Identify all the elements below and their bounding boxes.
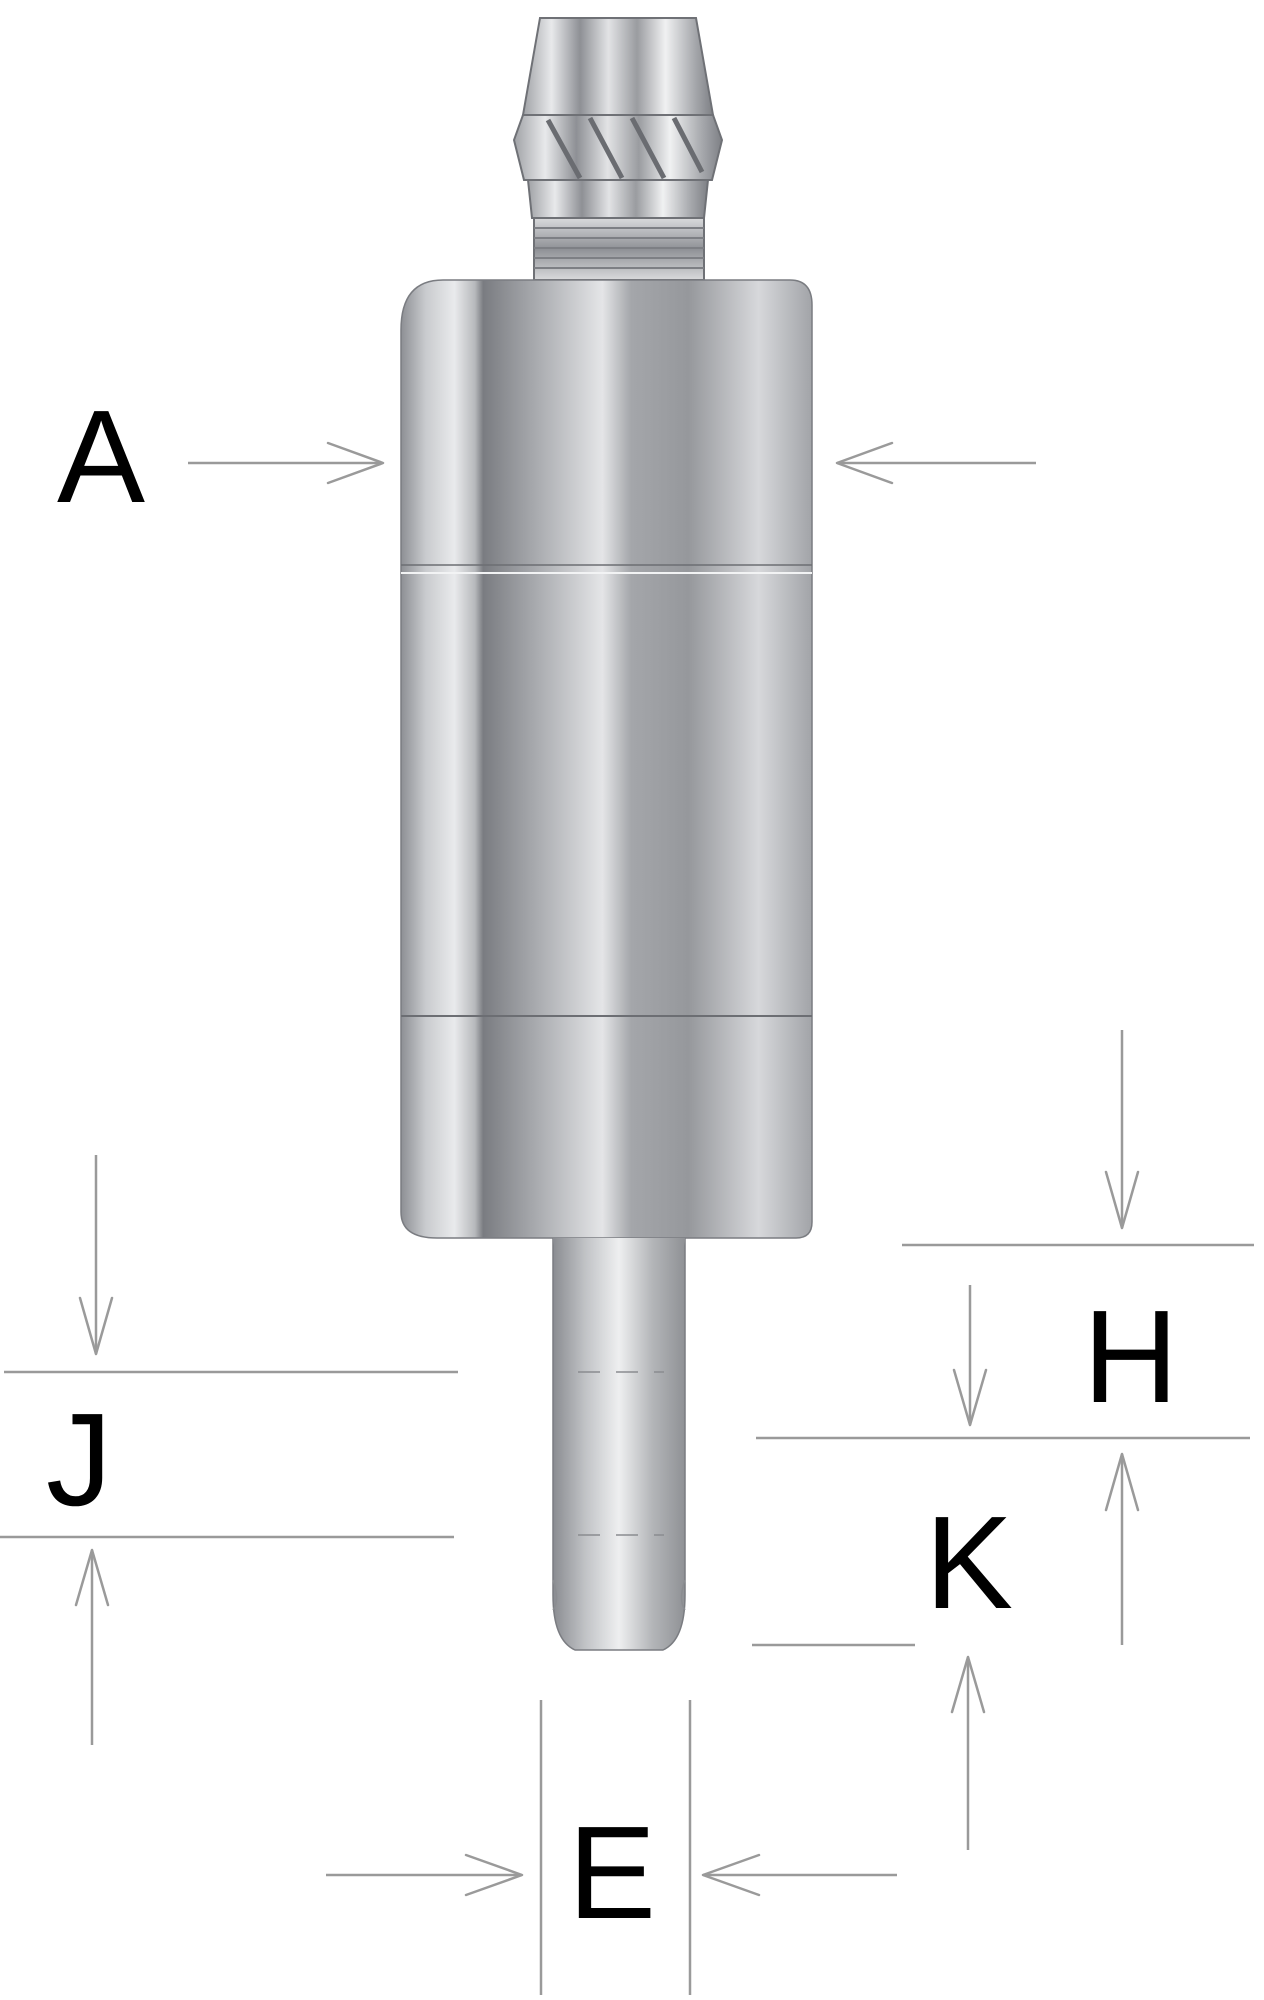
dimension-e: E [326, 1700, 897, 1995]
dimension-h: H [902, 1030, 1254, 1645]
dimension-h-top-arrow [1104, 1170, 1140, 1230]
dimension-j: J [0, 1155, 458, 1745]
dimension-e-right-arrow [701, 1853, 761, 1897]
dimension-label-j: J [46, 1386, 112, 1533]
dimension-j-bottom-arrow [74, 1548, 110, 1607]
sensor-probe [552, 1238, 686, 1651]
cable-gland [512, 17, 724, 281]
sensor-illustration [400, 17, 813, 1651]
dimension-h-bottom-arrow [1104, 1452, 1140, 1512]
dimension-a-left-arrow [326, 441, 385, 485]
dimension-k: K [752, 1285, 1250, 1850]
dimension-a-right-arrow [835, 441, 894, 485]
dimension-label-a: A [57, 383, 145, 530]
dimension-k-bottom-arrow [950, 1655, 986, 1714]
dimension-j-top-arrow [78, 1296, 114, 1356]
sensor-body [400, 279, 813, 1239]
dimension-label-h: H [1083, 1283, 1178, 1430]
dimension-a: A [57, 383, 1036, 530]
dimension-k-top-arrow [952, 1368, 988, 1427]
dimension-label-e: E [568, 1799, 656, 1946]
dimension-label-k: K [925, 1489, 1013, 1636]
dimension-e-left-arrow [464, 1853, 524, 1897]
